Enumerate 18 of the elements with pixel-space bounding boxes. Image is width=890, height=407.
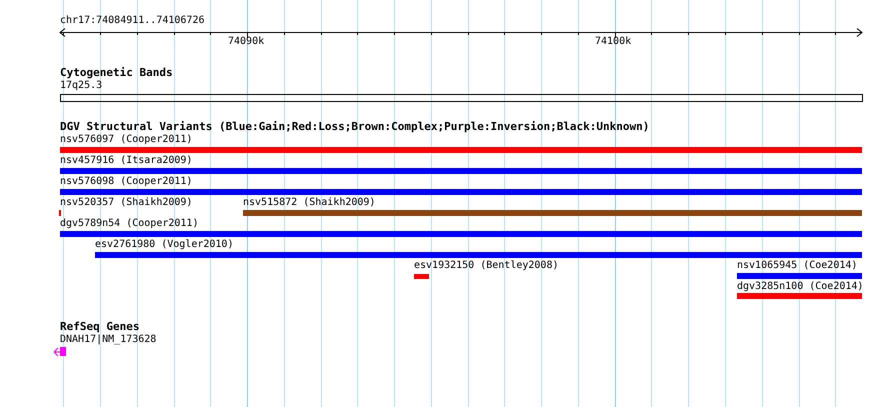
variant-label: nsv515872 (Shaikh2009) — [243, 197, 376, 209]
coordinate-label: chr17:74084911..74106726 — [60, 15, 204, 27]
track-heading: RefSeq Genes — [60, 321, 140, 333]
variant-label: nsv576098 (Cooper2011) — [60, 176, 192, 188]
track-heading: Cytogenetic Bands — [60, 67, 173, 79]
variant-label: nsv457916 (Itsara2009) — [60, 155, 192, 167]
tick-label: 74100k — [595, 36, 632, 48]
track-heading: DGV Structural Variants (Blue:Gain;Red:Loss;Brown:Complex;Purple:Inversion;Black:Unknown) — [60, 121, 650, 133]
tick-label: 74090k — [228, 36, 264, 48]
variant-label: nsv520357 (Shaikh2009) — [60, 197, 192, 209]
band-label: 17q25.3 — [60, 80, 102, 92]
variant-label: nsv1065945 (Coe2014) — [737, 260, 858, 272]
variant-label: esv1932150 (Bentley2008) — [414, 260, 558, 272]
variant-label: nsv576097 (Cooper2011) — [60, 134, 192, 146]
variant-label: esv2761980 (Vogler2010) — [95, 239, 234, 251]
variant-label: dgv3285n100 (Coe2014) — [737, 281, 864, 293]
gene-label: DNAH17|NM_173628 — [60, 334, 156, 346]
variant-label: dgv5789n54 (Cooper2011) — [60, 218, 198, 230]
